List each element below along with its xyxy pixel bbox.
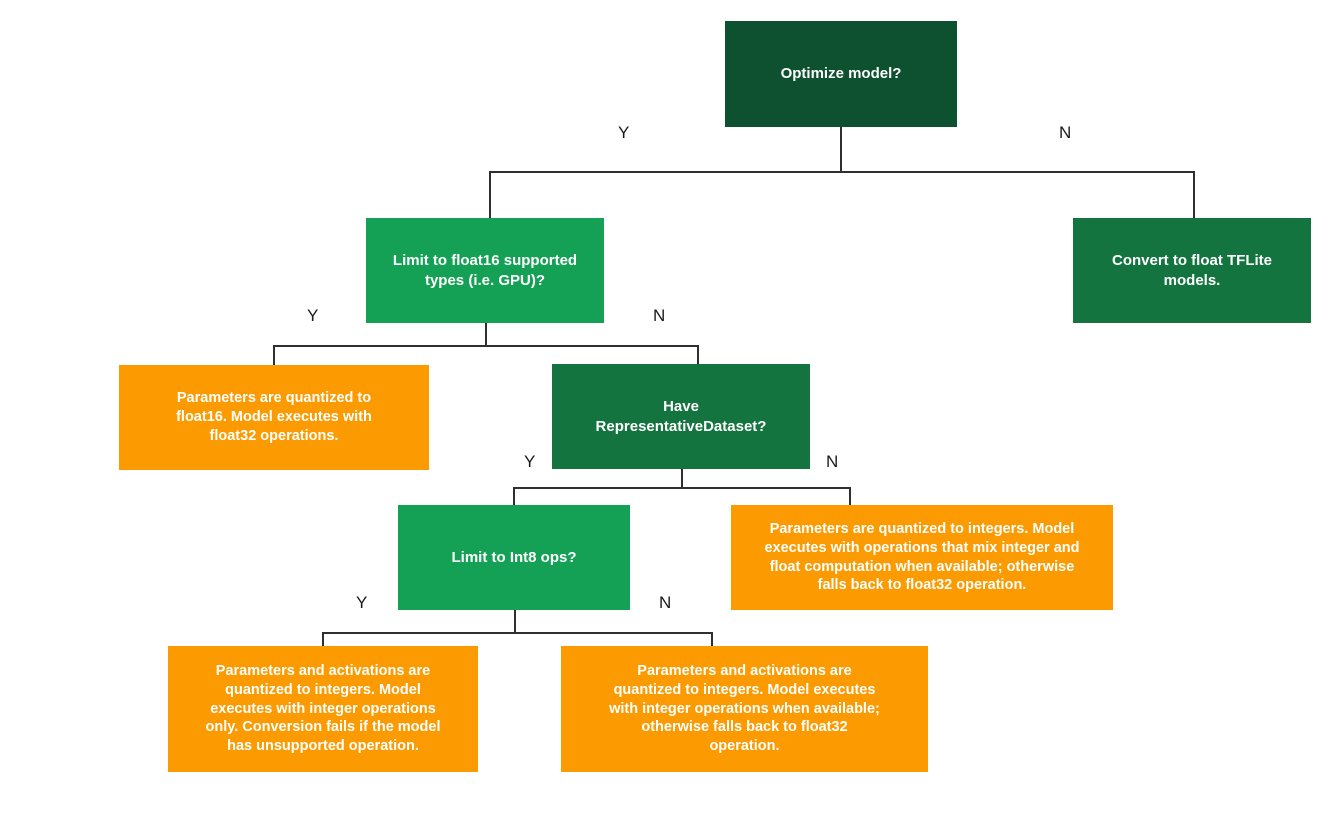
node-label-params-activations-int-fallback: Parameters and activations are quantized… <box>609 662 880 755</box>
branch-label-float16-no: N <box>653 306 666 325</box>
connector-int8-yes-drop <box>322 632 324 648</box>
connector-optimize-no-drop <box>1193 171 1195 219</box>
node-have-representative-dataset[interactable]: Have RepresentativeDataset? <box>552 364 810 469</box>
connector-dataset-no-drop <box>849 487 851 507</box>
node-label-optimize-model: Optimize model? <box>780 65 902 83</box>
connector-float16-stem <box>485 323 487 346</box>
node-params-activations-int-only[interactable]: Parameters and activations are quantized… <box>168 646 478 772</box>
connector-dataset-bus <box>513 487 851 489</box>
node-limit-float16[interactable]: Limit to float16 supported types (i.e. G… <box>366 218 604 323</box>
branch-label-int8-no: N <box>659 593 672 612</box>
connector-float16-bus <box>273 345 699 347</box>
connector-float16-no-drop <box>697 345 699 366</box>
connector-dataset-stem <box>681 469 683 489</box>
node-label-limit-int8-ops: Limit to Int8 ops? <box>451 548 577 566</box>
node-convert-float-tflite[interactable]: Convert to float TFLite models. <box>1073 218 1311 323</box>
branch-label-int8-yes: Y <box>356 593 368 612</box>
node-label-have-representative-dataset: Have RepresentativeDataset? <box>595 398 767 435</box>
node-optimize-model[interactable]: Optimize model? <box>725 21 957 127</box>
connector-float16-yes-drop <box>273 345 275 367</box>
branch-label-dataset-no: N <box>826 452 839 471</box>
connector-int8-bus <box>322 632 713 634</box>
branch-label-optimize-no: N <box>1059 123 1072 142</box>
branch-label-optimize-yes: Y <box>618 123 630 142</box>
node-params-int-mixed[interactable]: Parameters are quantized to integers. Mo… <box>731 505 1113 610</box>
node-params-float16[interactable]: Parameters are quantized to float16. Mod… <box>119 365 429 470</box>
node-label-params-float16: Parameters are quantized to float16. Mod… <box>176 390 372 444</box>
node-label-convert-float-tflite: Convert to float TFLite models. <box>1112 252 1272 289</box>
node-label-params-int-mixed: Parameters are quantized to integers. Mo… <box>764 520 1080 594</box>
connector-int8-no-drop <box>711 632 713 648</box>
connector-optimize-yes-drop <box>489 171 491 219</box>
branch-label-float16-yes: Y <box>307 306 319 325</box>
connector-optimize-stem <box>840 127 842 173</box>
connector-dataset-yes-drop <box>513 487 515 507</box>
connector-optimize-bus <box>489 171 1195 173</box>
branch-label-dataset-yes: Y <box>524 452 536 471</box>
node-params-activations-int-fallback[interactable]: Parameters and activations are quantized… <box>561 646 928 772</box>
node-limit-int8-ops[interactable]: Limit to Int8 ops? <box>398 505 630 610</box>
connector-int8-stem <box>514 610 516 634</box>
node-label-params-activations-int-only: Parameters and activations are quantized… <box>205 662 441 755</box>
node-label-limit-float16: Limit to float16 supported types (i.e. G… <box>392 252 578 289</box>
